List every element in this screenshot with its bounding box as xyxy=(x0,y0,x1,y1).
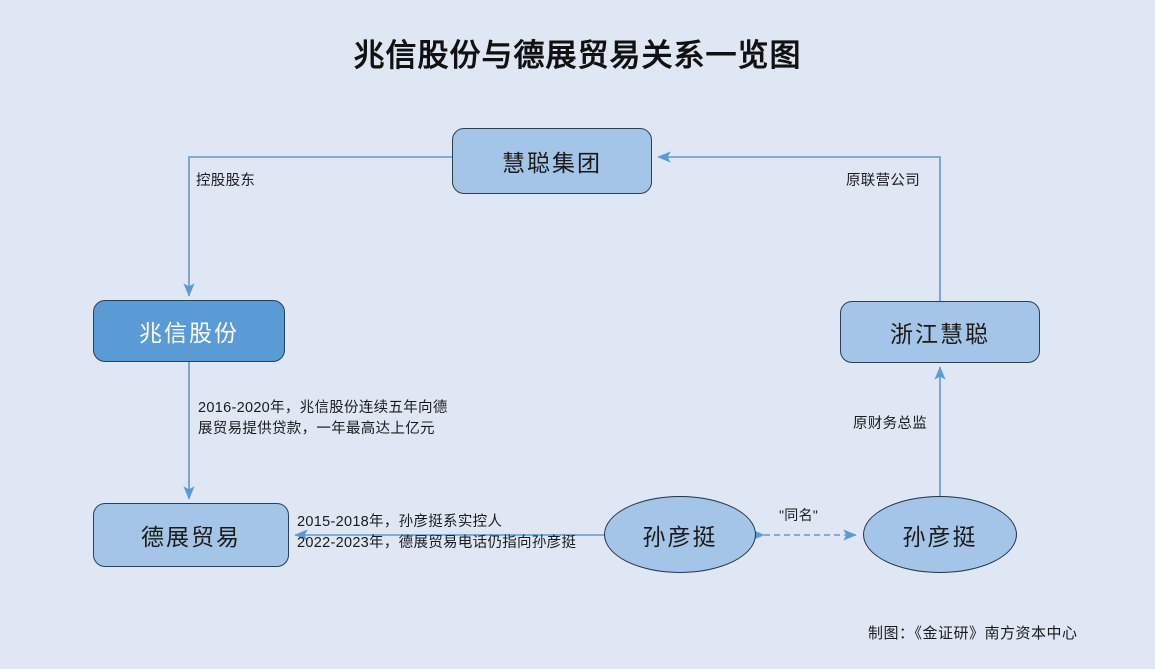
node-zhaoxin-shares[interactable]: 兆信股份 xyxy=(93,300,285,362)
edge-label-cfo: 原财务总监 xyxy=(853,416,927,432)
edge-label-loan: 2016-2020年，兆信股份连续五年向德 展贸易提供贷款，一年最高达上亿元 xyxy=(198,400,448,438)
page-title: 兆信股份与德展贸易关系一览图 xyxy=(353,38,802,73)
edge-label-same-name: "同名" xyxy=(779,507,819,523)
credit-line: 制图：《金证研》南方资本中心 xyxy=(868,625,1078,642)
node-label: 兆信股份 xyxy=(139,320,239,346)
node-label: 浙江慧聪 xyxy=(890,321,990,347)
node-label: 孙彦挺 xyxy=(642,523,718,550)
node-dezhan-trade[interactable]: 德展贸易 xyxy=(93,503,289,567)
node-huicong-group[interactable]: 慧聪集团 xyxy=(452,128,652,194)
node-label: 德展贸易 xyxy=(141,524,241,550)
node-label: 慧聪集团 xyxy=(502,150,602,176)
node-label: 孙彦挺 xyxy=(902,523,978,550)
node-sun-yanting-right[interactable]: 孙彦挺 xyxy=(863,496,1017,573)
edge-label-joint-venture: 原联营公司 xyxy=(846,173,920,189)
node-zhejiang-huicong[interactable]: 浙江慧聪 xyxy=(840,301,1040,363)
edge-label-actual-controller: 2015-2018年，孙彦挺系实控人 2022-2023年，德展贸易电话仍指向孙… xyxy=(297,514,577,552)
node-sun-yanting-left[interactable]: 孙彦挺 xyxy=(604,496,756,573)
edge-label-controlling: 控股股东 xyxy=(196,173,256,189)
